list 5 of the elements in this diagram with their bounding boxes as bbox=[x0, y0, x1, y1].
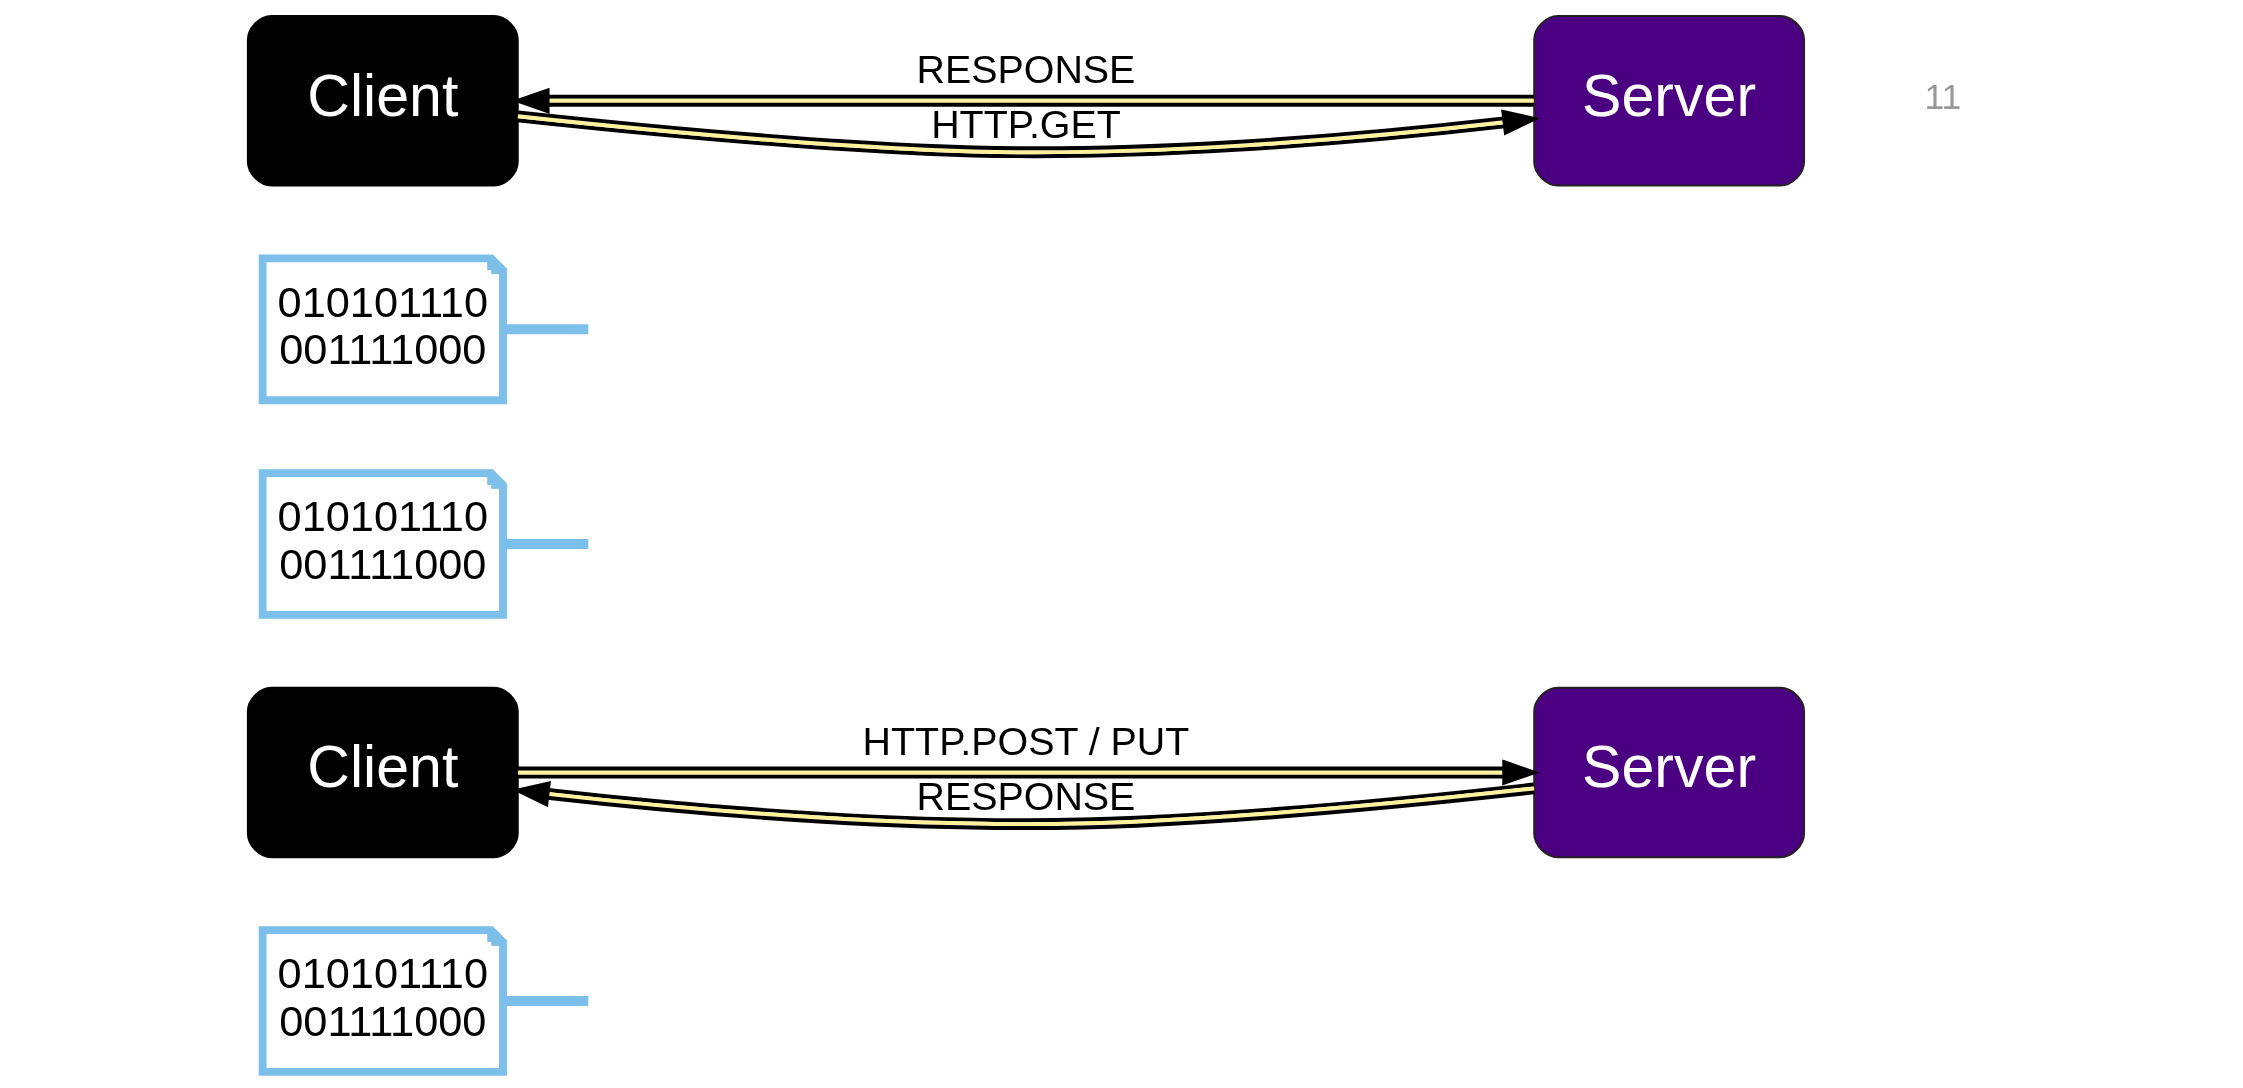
edge-label: RESPONSE bbox=[916, 773, 1135, 818]
edge-label: HTTP.POST / PUT bbox=[862, 718, 1189, 763]
edge-label: HTTP.GET bbox=[930, 102, 1121, 147]
edge-label: RESPONSE bbox=[916, 47, 1135, 92]
label: 11 bbox=[1924, 77, 1961, 118]
